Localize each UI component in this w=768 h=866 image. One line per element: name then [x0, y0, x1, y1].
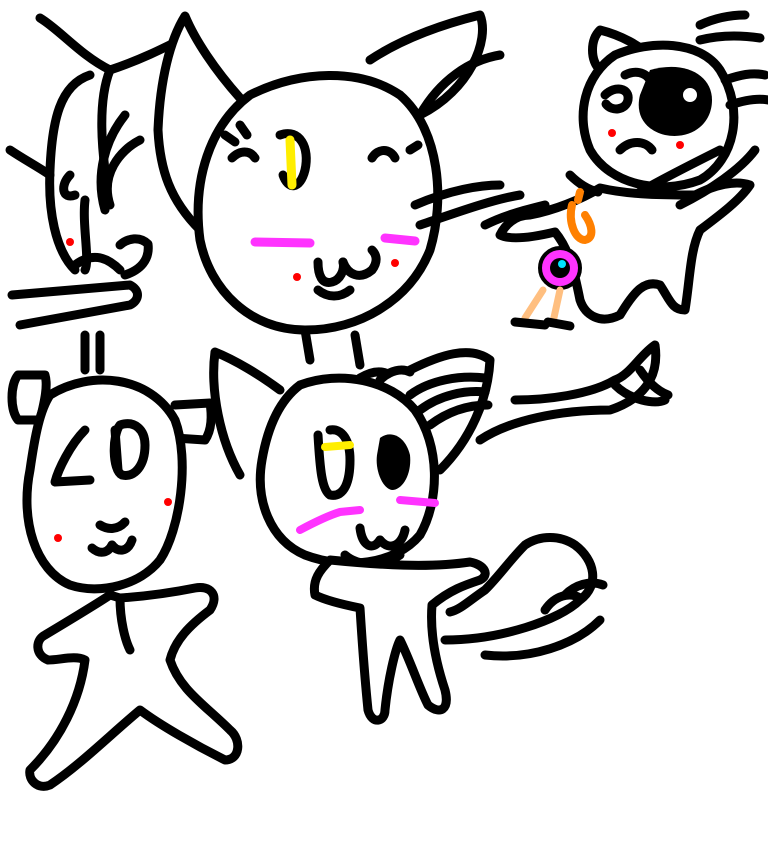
cat-top-center: [153, 10, 525, 370]
tiny-creature-eye: [558, 260, 566, 268]
eye-shine: [679, 84, 701, 106]
bear-bottom-left: [7, 330, 243, 791]
tiny-creature-legs: [521, 286, 564, 326]
cheek-dot: [608, 129, 616, 137]
blush-left: [296, 506, 364, 534]
cheek-dot: [164, 498, 172, 506]
cheek-dot-left-cat: [66, 238, 74, 246]
eye-dark: [376, 434, 411, 490]
cheek-dot: [293, 273, 301, 281]
blush-right: [380, 233, 420, 246]
cat-top-right: [480, 10, 768, 324]
cheek-dot: [54, 534, 62, 542]
cheek-dot: [676, 141, 684, 149]
cat-left-partial: [5, 13, 195, 330]
orange-squiggle: [566, 188, 596, 245]
blush-right: [396, 496, 439, 507]
tiny-creature: [510, 188, 596, 331]
cheek-dot: [391, 259, 399, 267]
blush-left: [250, 237, 315, 248]
eye-highlight-yellow: [321, 441, 354, 451]
cat-bottom-center: [209, 340, 673, 725]
eye-dark: [638, 66, 712, 136]
eye-highlight-yellow: [285, 135, 297, 190]
